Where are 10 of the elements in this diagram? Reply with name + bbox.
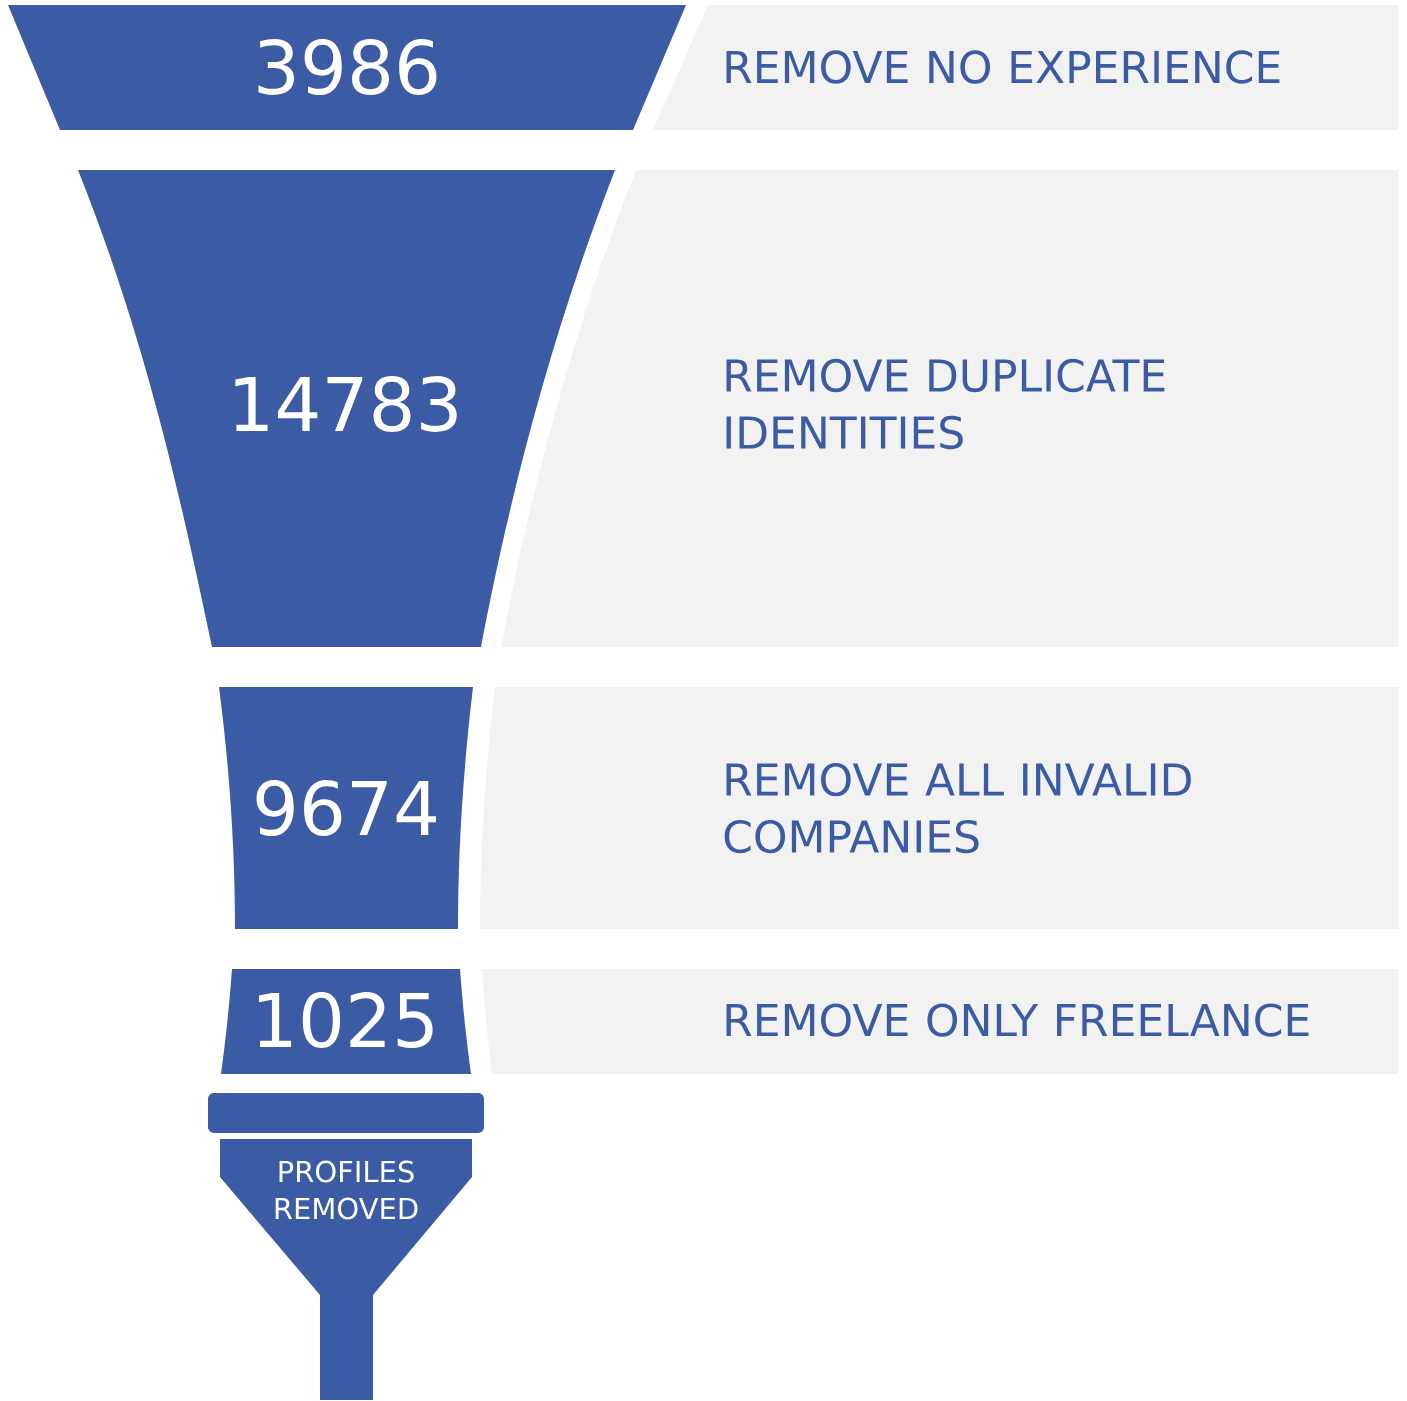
funnel-segment: 3986: [8, 5, 686, 130]
funnel-segment: 1025: [221, 969, 471, 1074]
step-band: REMOVE ALL INVALID COMPANIES: [480, 687, 1398, 929]
funnel-segment: 9674: [219, 687, 473, 929]
funnel-rim: [208, 1093, 484, 1133]
funnel-spout: PROFILES REMOVED: [220, 1139, 472, 1400]
step-band: REMOVE ONLY FREELANCE: [482, 969, 1398, 1074]
funnel-segment: 14783: [78, 170, 615, 647]
step-band: REMOVE DUPLICATE IDENTITIES: [501, 170, 1398, 647]
step-band: REMOVE NO EXPERIENCE: [653, 5, 1398, 130]
